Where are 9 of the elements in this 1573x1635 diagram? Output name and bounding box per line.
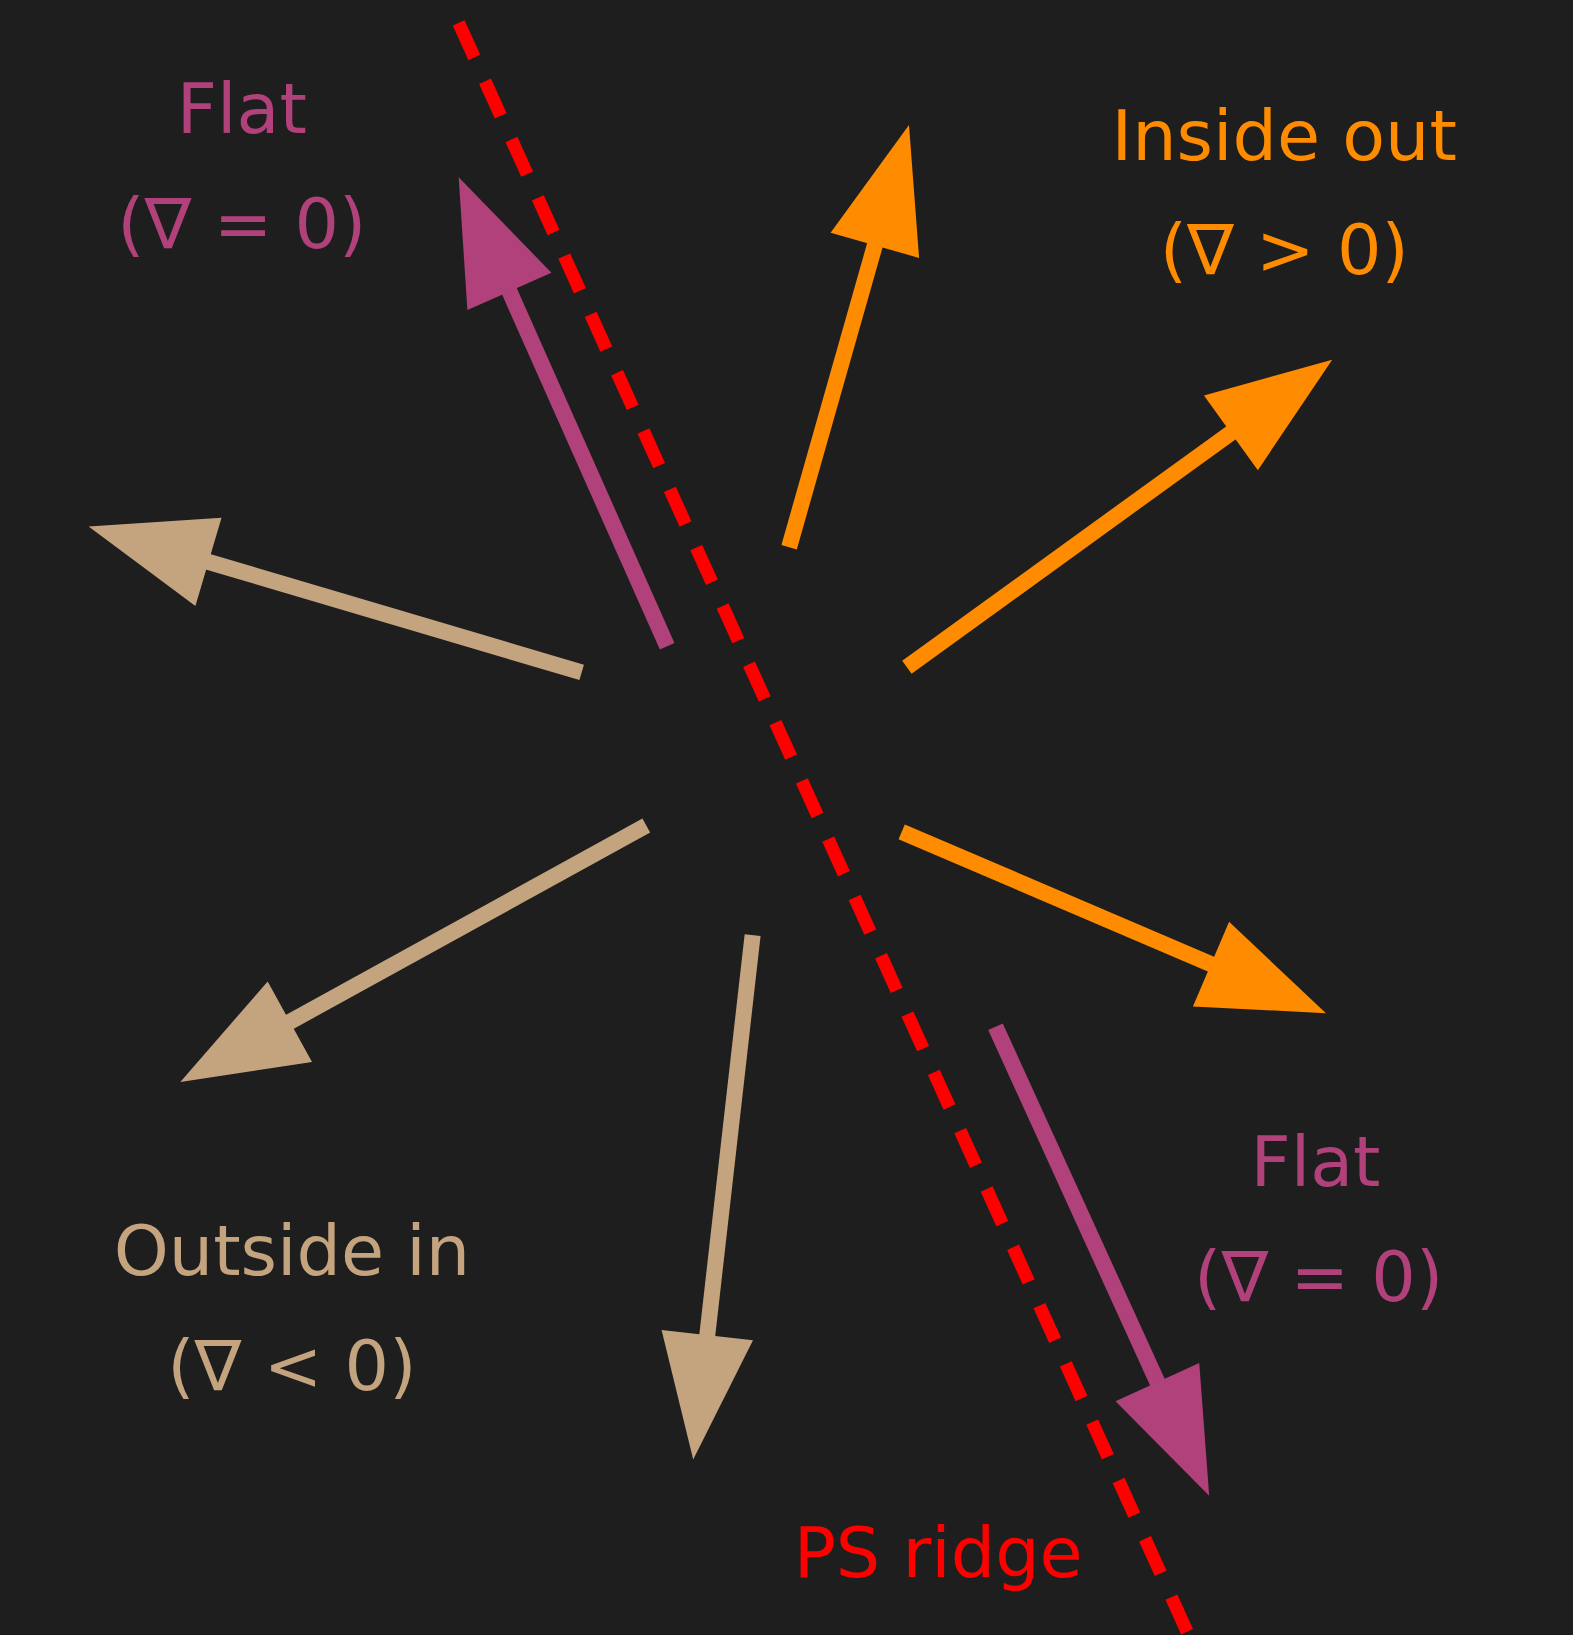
region-label: Flat — [176, 70, 307, 148]
ridge-label: PS ridge — [793, 1514, 1083, 1592]
region-label: Inside out — [1111, 97, 1457, 174]
region-condition: (∇ = 0) — [117, 185, 367, 263]
region-label: Outside in — [113, 1212, 471, 1290]
region-condition: (∇ < 0) — [167, 1327, 417, 1405]
region-label: Flat — [1250, 1123, 1381, 1201]
region-condition: (∇ > 0) — [1159, 211, 1409, 289]
region-condition: (∇ = 0) — [1194, 1238, 1444, 1316]
